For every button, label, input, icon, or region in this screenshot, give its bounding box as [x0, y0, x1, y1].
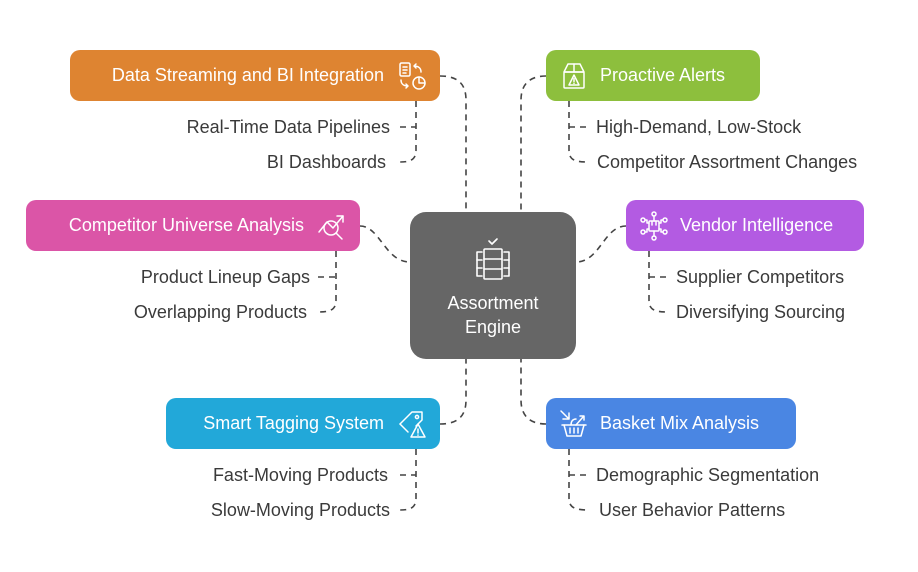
basket-icon — [558, 408, 590, 440]
center-title-line2: Engine — [464, 316, 522, 337]
assortment-engine-node[interactable]: Assortment Engine — [410, 212, 576, 359]
branch-title: Smart Tagging System — [203, 413, 384, 433]
bracket-vendor-intelligence — [648, 251, 669, 313]
branch-competitor-universe[interactable]: Competitor Universe Analysis — [26, 200, 360, 251]
sub-item-high-demand-low-stock: High-Demand, Low-Stock — [596, 117, 802, 137]
trend-search-icon — [316, 210, 348, 242]
network-box-icon — [638, 210, 670, 242]
document-chart-sync-icon — [396, 60, 428, 92]
sub-item-demographic-segmentation: Demographic Segmentation — [596, 465, 820, 485]
center-title-line1: Assortment — [447, 292, 539, 313]
bracket-competitor-universe — [317, 251, 337, 313]
checklist-server-icon — [476, 237, 510, 280]
connector-proactive-alerts — [520, 75, 547, 212]
branch-title: Data Streaming and BI Integration — [111, 65, 384, 85]
connector-vendor-intelligence — [575, 225, 627, 263]
sub-item-diversifying-sourcing: Diversifying Sourcing — [676, 302, 846, 322]
connector-data-streaming — [439, 75, 467, 212]
sub-item-fast-moving-products: Fast-Moving Products — [212, 465, 388, 485]
sub-item-competitor-assortment-changes: Competitor Assortment Changes — [597, 152, 858, 172]
connector-smart-tagging — [439, 359, 467, 425]
branch-title: Basket Mix Analysis — [600, 413, 760, 433]
sub-item-product-lineup-gaps: Product Lineup Gaps — [140, 267, 310, 287]
branch-smart-tagging[interactable]: Smart Tagging System — [166, 398, 440, 449]
sub-item-supplier-competitors: Supplier Competitors — [676, 267, 845, 287]
sub-item-overlapping-products: Overlapping Products — [133, 302, 307, 322]
connector-basket-mix — [520, 359, 547, 425]
sub-item-real-time-data-pipelines: Real-Time Data Pipelines — [186, 117, 390, 137]
sub-item-slow-moving-products: Slow-Moving Products — [210, 500, 390, 520]
tag-warning-icon — [396, 408, 428, 440]
branch-data-streaming[interactable]: Data Streaming and BI Integration — [70, 50, 440, 101]
sub-item-user-behavior-patterns: User Behavior Patterns — [599, 500, 786, 520]
sub-item-bi-dashboards: BI Dashboards — [266, 152, 386, 172]
branch-title: Proactive Alerts — [600, 65, 726, 85]
connector-competitor-universe — [359, 225, 411, 263]
branch-vendor-intelligence[interactable]: Vendor Intelligence — [626, 200, 864, 251]
branch-proactive-alerts[interactable]: Proactive Alerts — [546, 50, 760, 101]
box-warning-icon — [558, 60, 590, 92]
branch-basket-mix[interactable]: Basket Mix Analysis — [546, 398, 796, 449]
bracket-basket-mix — [568, 449, 591, 511]
branch-title: Competitor Universe Analysis — [68, 215, 304, 235]
bracket-proactive-alerts — [568, 101, 589, 163]
bracket-smart-tagging — [399, 449, 417, 511]
bracket-data-streaming — [399, 101, 417, 163]
branch-title: Vendor Intelligence — [680, 215, 834, 235]
